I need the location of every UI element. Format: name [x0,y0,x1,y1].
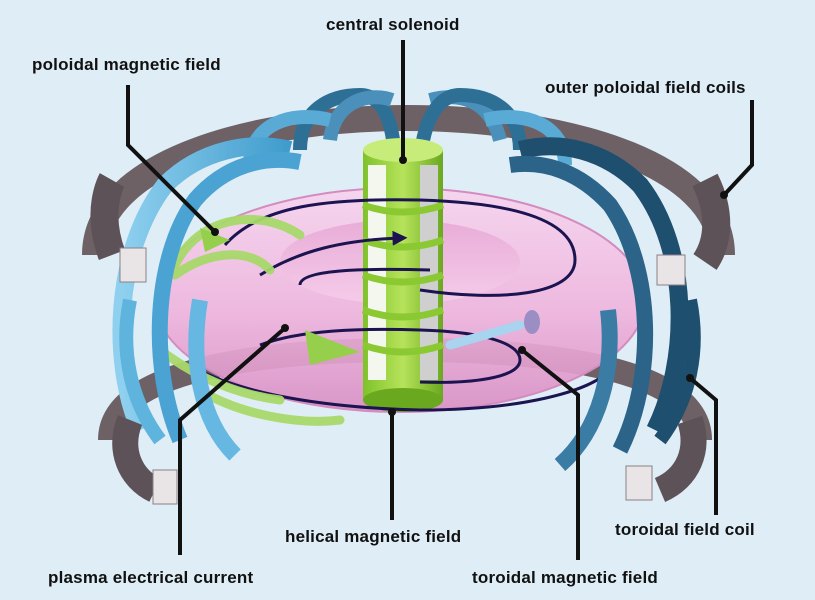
helical-field-arrowhead [305,330,360,365]
leader-toroidal-field-coil [688,376,718,515]
leader-dots [211,156,728,416]
leader-outer-poloidal-coils [722,100,754,197]
poloidal-field-arrowhead [200,228,230,252]
label-plasma-electrical-current: plasma electrical current [48,568,254,587]
outer-poloidal-coil-lower-front [112,415,707,502]
label-toroidal-field-coil: toroidal field coil [615,520,755,539]
label-helical-magnetic-field: helical magnetic field [285,527,462,546]
label-toroidal-magnetic-field: toroidal magnetic field [472,568,658,587]
central-solenoid [361,138,445,412]
leader-plasma-current [178,326,287,555]
leader-toroidal-field [520,348,580,560]
poloidal-coil-end-caps [119,247,686,505]
label-poloidal-magnetic-field: poloidal magnetic field [32,55,221,74]
leader-poloidal-field [126,85,217,234]
label-central-solenoid: central solenoid [326,15,460,34]
outer-poloidal-coil-upper-front [90,173,731,270]
toroidal-field-lines [189,198,616,412]
toroidal-coils-front [112,137,701,472]
toroidal-field-arrow [445,310,540,350]
outer-poloidal-coil-upper-back [82,104,735,256]
label-outer-poloidal-field-coils: outer poloidal field coils [545,78,746,97]
leader-lines [126,40,754,560]
